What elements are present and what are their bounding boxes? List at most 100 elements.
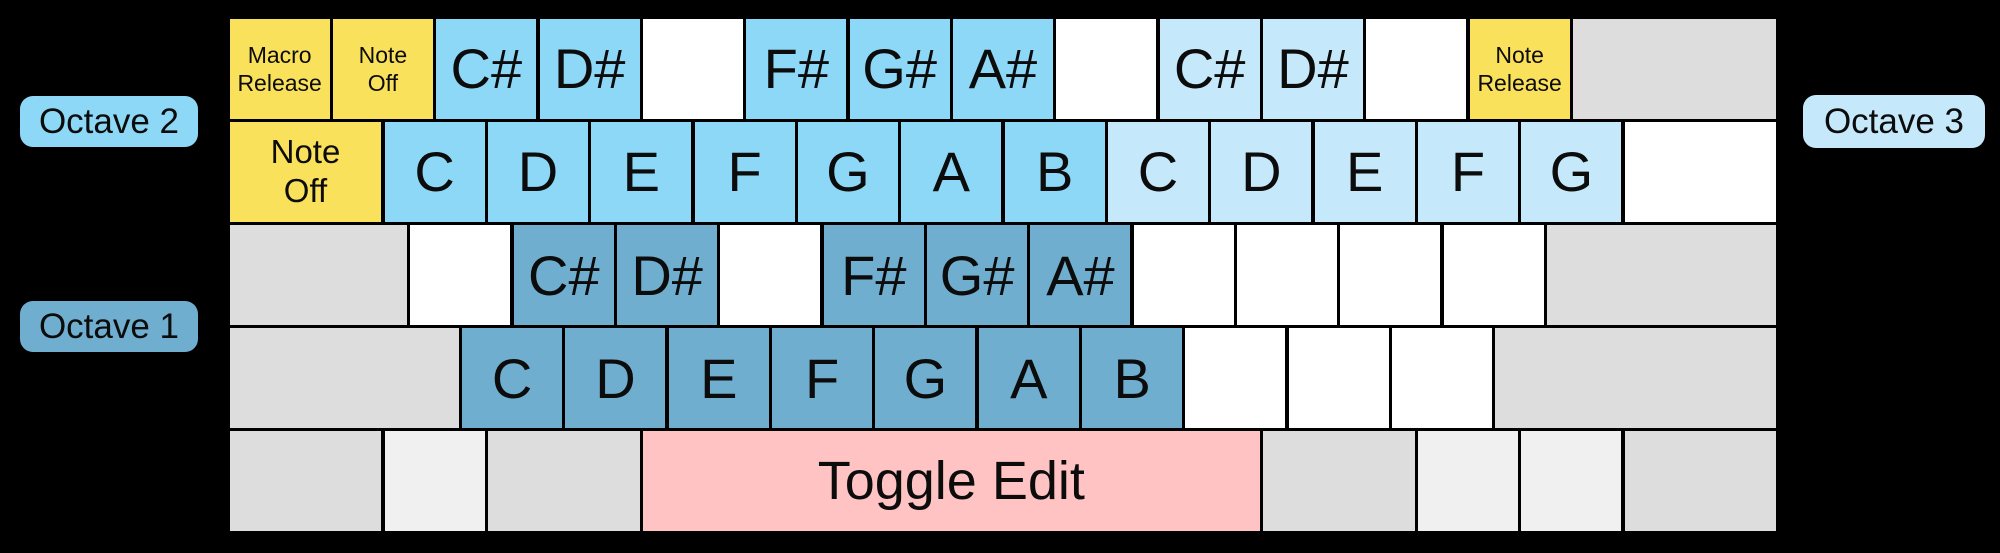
key-f: F	[1417, 121, 1518, 222]
key-c: C	[384, 121, 485, 222]
key-f: F	[694, 121, 795, 222]
key-asharp: A#	[952, 18, 1053, 119]
key-blank	[1547, 225, 1777, 325]
key-d: D	[1211, 121, 1312, 222]
key-blank	[487, 431, 640, 532]
key-blank	[1340, 225, 1441, 325]
key-label-line: C	[491, 346, 533, 410]
key-blank	[1133, 225, 1234, 325]
key-label-line: A#	[968, 37, 1038, 101]
key-blank	[1417, 431, 1518, 532]
key-blank	[1056, 18, 1157, 119]
key-label-line: Note	[270, 132, 341, 170]
key-dsharp: D#	[1262, 18, 1363, 119]
key-label-line: F#	[763, 37, 830, 101]
key-label-line: G	[826, 140, 870, 204]
key-g: G	[1521, 121, 1622, 222]
key-c: C	[1107, 121, 1208, 222]
key-fsharp: F#	[823, 225, 924, 325]
key-blank	[384, 431, 485, 532]
key-f: F	[772, 328, 873, 429]
key-label-line: G	[903, 346, 948, 410]
key-g: G	[797, 121, 898, 222]
key-label-line: Note	[358, 41, 408, 68]
key-csharp: C#	[1159, 18, 1260, 119]
key-blank	[1237, 225, 1338, 325]
key-gsharp: G#	[849, 18, 950, 119]
key-blank	[1624, 431, 1777, 532]
key-csharp: C#	[513, 225, 614, 325]
key-toggle-edit: Toggle Edit	[642, 431, 1260, 532]
key-label-line: E	[622, 140, 661, 204]
octave-1-label: Octave 1	[20, 301, 198, 352]
key-label-line: Toggle Edit	[817, 451, 1085, 512]
key-a: A	[978, 328, 1079, 429]
key-label-line: Release	[1477, 69, 1562, 96]
key-label-line: F	[805, 346, 840, 410]
key-label-line: E	[1345, 140, 1384, 204]
key-label-line: A	[932, 140, 971, 204]
key-dsharp: D#	[539, 18, 640, 119]
key-label-line: A#	[1046, 243, 1115, 307]
key-label-line: G	[1549, 140, 1594, 204]
key-label-line: D#	[553, 37, 626, 101]
key-label-line: A	[1010, 346, 1048, 410]
key-label-line: Release	[237, 69, 322, 96]
key-label-line: D	[1241, 140, 1282, 204]
key-blank	[1495, 328, 1777, 429]
key-blank	[1624, 121, 1777, 222]
key-blank	[1262, 431, 1415, 532]
key-d: D	[565, 328, 666, 429]
key-blank	[1443, 225, 1544, 325]
key-label-line: F#	[841, 243, 907, 307]
key-fsharp: F#	[746, 18, 847, 119]
key-b: B	[1082, 328, 1183, 429]
key-label-line: E	[700, 346, 738, 410]
key-label-line: Macro	[247, 41, 312, 68]
key-c: C	[462, 328, 563, 429]
key-d: D	[487, 121, 588, 222]
key-blank	[229, 431, 382, 532]
key-e: E	[668, 328, 769, 429]
key-b: B	[1004, 121, 1105, 222]
key-a: A	[901, 121, 1002, 222]
key-label-line: C	[414, 140, 455, 204]
octave-3-label: Octave 3	[1803, 95, 1985, 148]
key-label-line: Off	[283, 171, 328, 209]
key-e: E	[591, 121, 692, 222]
key-csharp: C#	[436, 18, 537, 119]
key-dsharp: D#	[617, 225, 718, 325]
key-label-line: G#	[862, 37, 937, 101]
key-label-line: D	[595, 346, 636, 410]
key-blank	[642, 18, 743, 119]
key-gsharp: G#	[927, 225, 1028, 325]
key-blank	[1572, 18, 1777, 119]
key-g: G	[875, 328, 976, 429]
key-label-line: Off	[367, 69, 399, 96]
key-blank	[229, 328, 459, 429]
key-label-line: F	[1450, 140, 1486, 204]
key-label-line: C	[1137, 140, 1179, 204]
key-label-line: D	[517, 140, 559, 204]
key-label-line: G#	[939, 243, 1015, 307]
key-label-line: C#	[528, 243, 600, 307]
key-label-line: C#	[1173, 37, 1246, 101]
key-label-line: F	[727, 140, 762, 204]
key-label-line: D#	[1277, 37, 1349, 101]
key-label-line: Note	[1495, 41, 1544, 68]
key-e: E	[1314, 121, 1415, 222]
key-label-line: D#	[631, 243, 703, 307]
key-blank	[1521, 431, 1622, 532]
key-blank	[410, 225, 511, 325]
key-asharp: A#	[1030, 225, 1131, 325]
key-blank	[1185, 328, 1286, 429]
octave-2-label: Octave 2	[20, 96, 198, 147]
key-blank	[1366, 18, 1467, 119]
key-label-line: B	[1035, 140, 1074, 204]
key-blank	[1288, 328, 1389, 429]
